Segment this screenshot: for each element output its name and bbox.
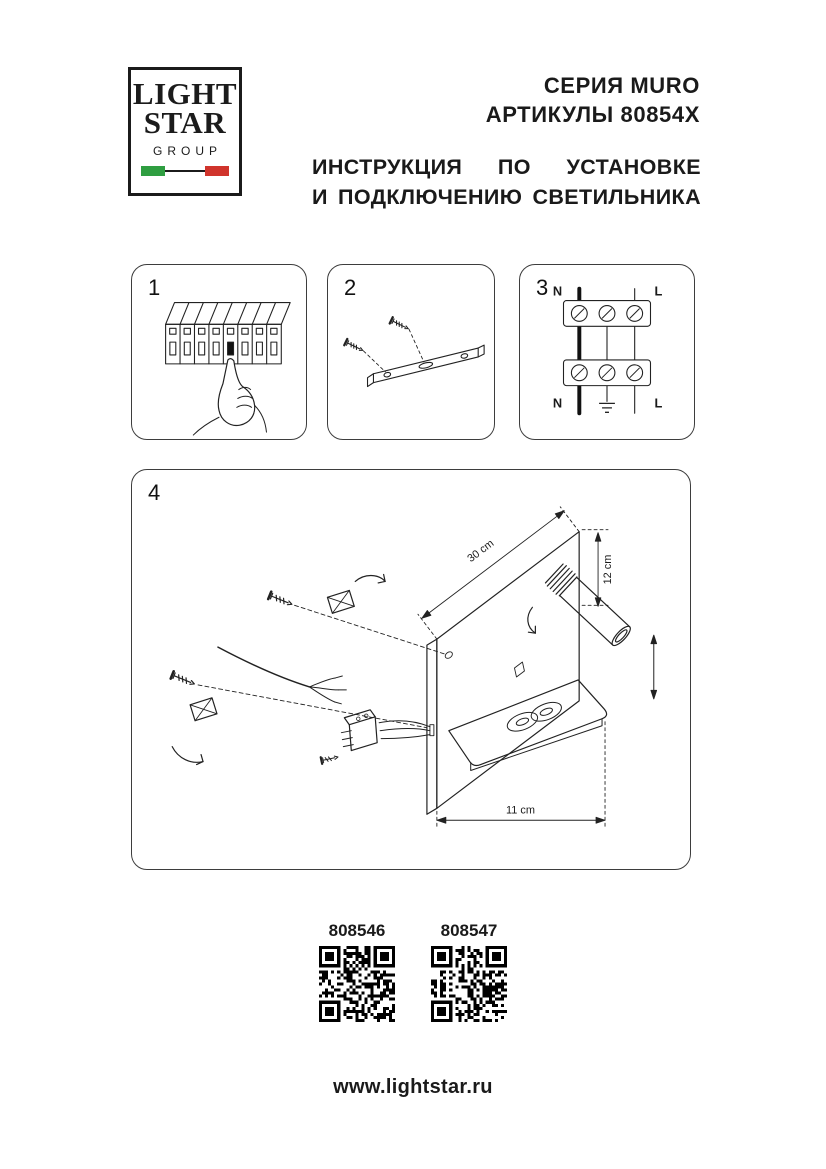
instruction-line-2: И ПОДКЛЮЧЕНИЮ СВЕТИЛЬНИКА — [312, 185, 701, 209]
logo-text-star: STAR — [143, 105, 227, 140]
rotate-arrow-icon — [354, 573, 386, 584]
slide-arrow — [650, 634, 658, 700]
spot-lamp — [544, 563, 631, 647]
flag-green — [141, 166, 165, 176]
ground-symbol — [599, 402, 615, 413]
step-box-4: 4 — [131, 469, 691, 870]
step-1-number: 1 — [148, 275, 161, 300]
step-2-number: 2 — [344, 275, 357, 300]
screw-icon — [169, 669, 195, 685]
qr-code-1 — [319, 946, 395, 1022]
logo-text-group: GROUP — [152, 144, 222, 158]
dimension-30cm — [417, 506, 580, 640]
logo-flag — [141, 166, 229, 176]
wire-label-l-top: L — [654, 284, 662, 299]
rotate-arrow-icon — [171, 746, 204, 766]
rotate-arrow-icon — [527, 606, 536, 634]
logo-text-light: LIGHT — [132, 76, 238, 111]
charging-shelf — [448, 679, 608, 771]
step-box-3: 3 N L N L — [519, 264, 695, 440]
product-article-1: 808546 — [328, 921, 386, 940]
wire-label-n-top: N — [553, 284, 562, 299]
series-title: СЕРИЯ MURO — [543, 73, 700, 98]
lightstar-logo: LIGHT STAR GROUP — [128, 67, 242, 196]
step1-breaker-illustration — [165, 302, 291, 436]
wall-anchor-icon — [326, 589, 355, 614]
mounting-bracket — [372, 347, 479, 384]
dim-label-30cm: 30 cm — [465, 537, 496, 565]
pointing-hand — [217, 358, 256, 427]
instruction-line-1: ИНСТРУКЦИЯ ПО УСТАНОВКЕ — [312, 155, 701, 179]
articles-title: АРТИКУЛЫ 80854X — [485, 102, 700, 127]
step2-bracket-illustration — [343, 316, 485, 388]
step-4-number: 4 — [148, 480, 161, 505]
pressed-toggle — [227, 341, 235, 356]
step-box-1: 1 — [131, 264, 307, 440]
charger-coil — [530, 701, 562, 722]
flag-line — [141, 170, 229, 172]
qr-code-2 — [431, 946, 507, 1022]
step-box-2: 2 — [327, 264, 495, 440]
screw-icon — [343, 337, 364, 351]
mains-cable — [217, 646, 347, 705]
dimension-11cm — [436, 721, 606, 827]
terminal-connector — [340, 709, 378, 752]
wall-plate — [426, 531, 580, 815]
screw-icon — [266, 590, 293, 606]
dimension-12cm — [581, 529, 609, 607]
product-article-2: 808547 — [440, 921, 498, 940]
step4-installation-illustration: 30 cm 12 cm 11 cm — [169, 506, 658, 827]
series-block: СЕРИЯ MURO АРТИКУЛЫ 80854X — [380, 71, 700, 129]
connector-wires — [378, 720, 431, 740]
screw-icon — [388, 316, 410, 330]
screw-icon — [319, 755, 339, 765]
instruction-title: ИНСТРУКЦИЯ ПО УСТАНОВКЕ И ПОДКЛЮЧЕНИЮ СВ… — [312, 152, 701, 212]
wire-label-l-bottom: L — [654, 395, 662, 410]
wall-anchor-icon — [189, 697, 218, 722]
charger-coil — [506, 711, 539, 732]
step3-wiring-illustration: N L N L — [553, 284, 662, 416]
wire-label-n-bottom: N — [553, 395, 562, 410]
dim-label-11cm: 11 cm — [506, 804, 535, 816]
website-url: www.lightstar.ru — [333, 1076, 493, 1098]
dim-label-12cm: 12 cm — [602, 555, 614, 585]
step-3-number: 3 — [536, 275, 549, 300]
flag-red — [205, 166, 229, 176]
